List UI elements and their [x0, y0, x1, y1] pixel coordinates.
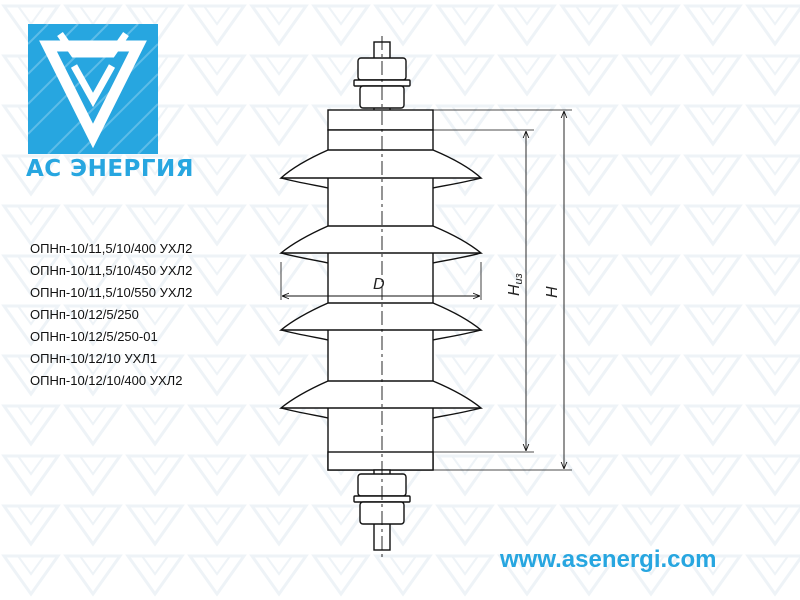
list-item: ОПНп-10/11,5/10/450 УХЛ2 [30, 263, 193, 278]
list-item: ОПНп-10/12/10 УХЛ1 [30, 351, 158, 366]
list-item: ОПНп-10/12/5/250 [30, 307, 139, 322]
shed-rim-3 [280, 329, 482, 341]
list-item: ОПНп-10/12/10/400 УХЛ2 [30, 373, 183, 388]
shed-4 [279, 380, 483, 409]
total-height-label: H [544, 286, 561, 298]
list-item: ОПНп-10/11,5/10/550 УХЛ2 [30, 285, 193, 300]
bottom-end-cap [327, 451, 434, 471]
shed-3 [279, 302, 483, 331]
insulation-height-label: Hиз [506, 273, 525, 296]
list-item: ОПНп-10/11,5/10/400 УХЛ2 [30, 241, 193, 256]
diameter-label: D [373, 276, 385, 293]
shed-rim-4 [280, 407, 482, 419]
shed-rim-2 [280, 252, 482, 264]
triangle-v-logo-icon [28, 24, 158, 154]
top-end-cap [327, 109, 434, 131]
website-url[interactable]: www.asenergi.com [500, 546, 717, 573]
arrester-body [327, 129, 434, 471]
shed-2 [279, 225, 483, 254]
shed-rim-1 [280, 177, 482, 189]
brand-name: АС ЭНЕРГИЯ [26, 156, 194, 182]
model-list: ОПНп-10/11,5/10/400 УХЛ2 ОПНп-10/11,5/10… [30, 238, 192, 392]
list-item: ОПНп-10/12/5/250-01 [30, 329, 158, 344]
shed-1 [279, 149, 483, 179]
